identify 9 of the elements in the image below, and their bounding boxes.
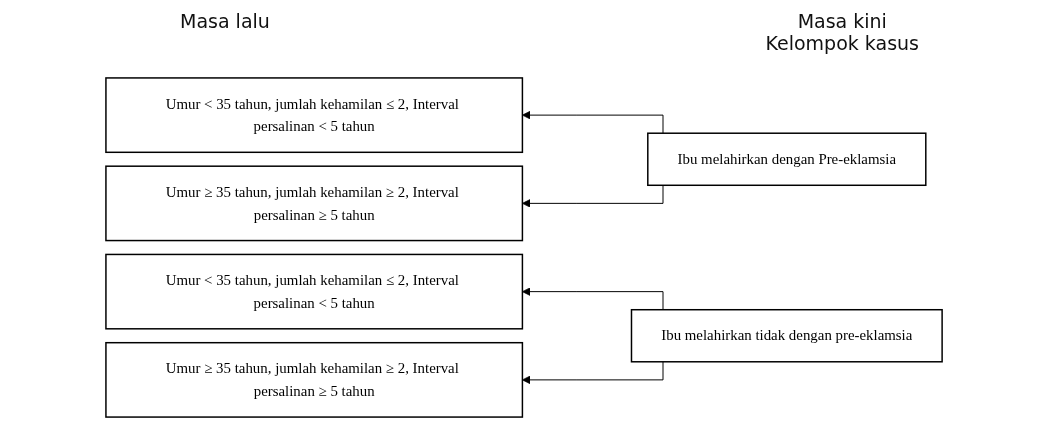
node-box: Umur ≥ 35 tahun, jumlah kehamilan ≥ 2, Interval persalinan ≥ 5 tahun <box>105 341 524 418</box>
node-box: Umur < 35 tahun, jumlah kehamilan ≤ 2, Interval persalinan < 5 tahun <box>105 253 524 330</box>
column-heading: Masa kini <box>797 10 887 32</box>
node-box: Ibu melahirkan tidak dengan pre-eklamsia <box>631 308 944 363</box>
column-heading: Kelompok kasus <box>765 32 919 54</box>
node-box: Ibu melahirkan dengan Pre-eklamsia <box>647 132 927 187</box>
node-box: Umur ≥ 35 tahun, jumlah kehamilan ≥ 2, Interval persalinan ≥ 5 tahun <box>105 165 524 242</box>
node-box: Umur < 35 tahun, jumlah kehamilan ≤ 2, Interval persalinan < 5 tahun <box>105 77 524 154</box>
column-heading: Masa lalu <box>180 10 270 32</box>
